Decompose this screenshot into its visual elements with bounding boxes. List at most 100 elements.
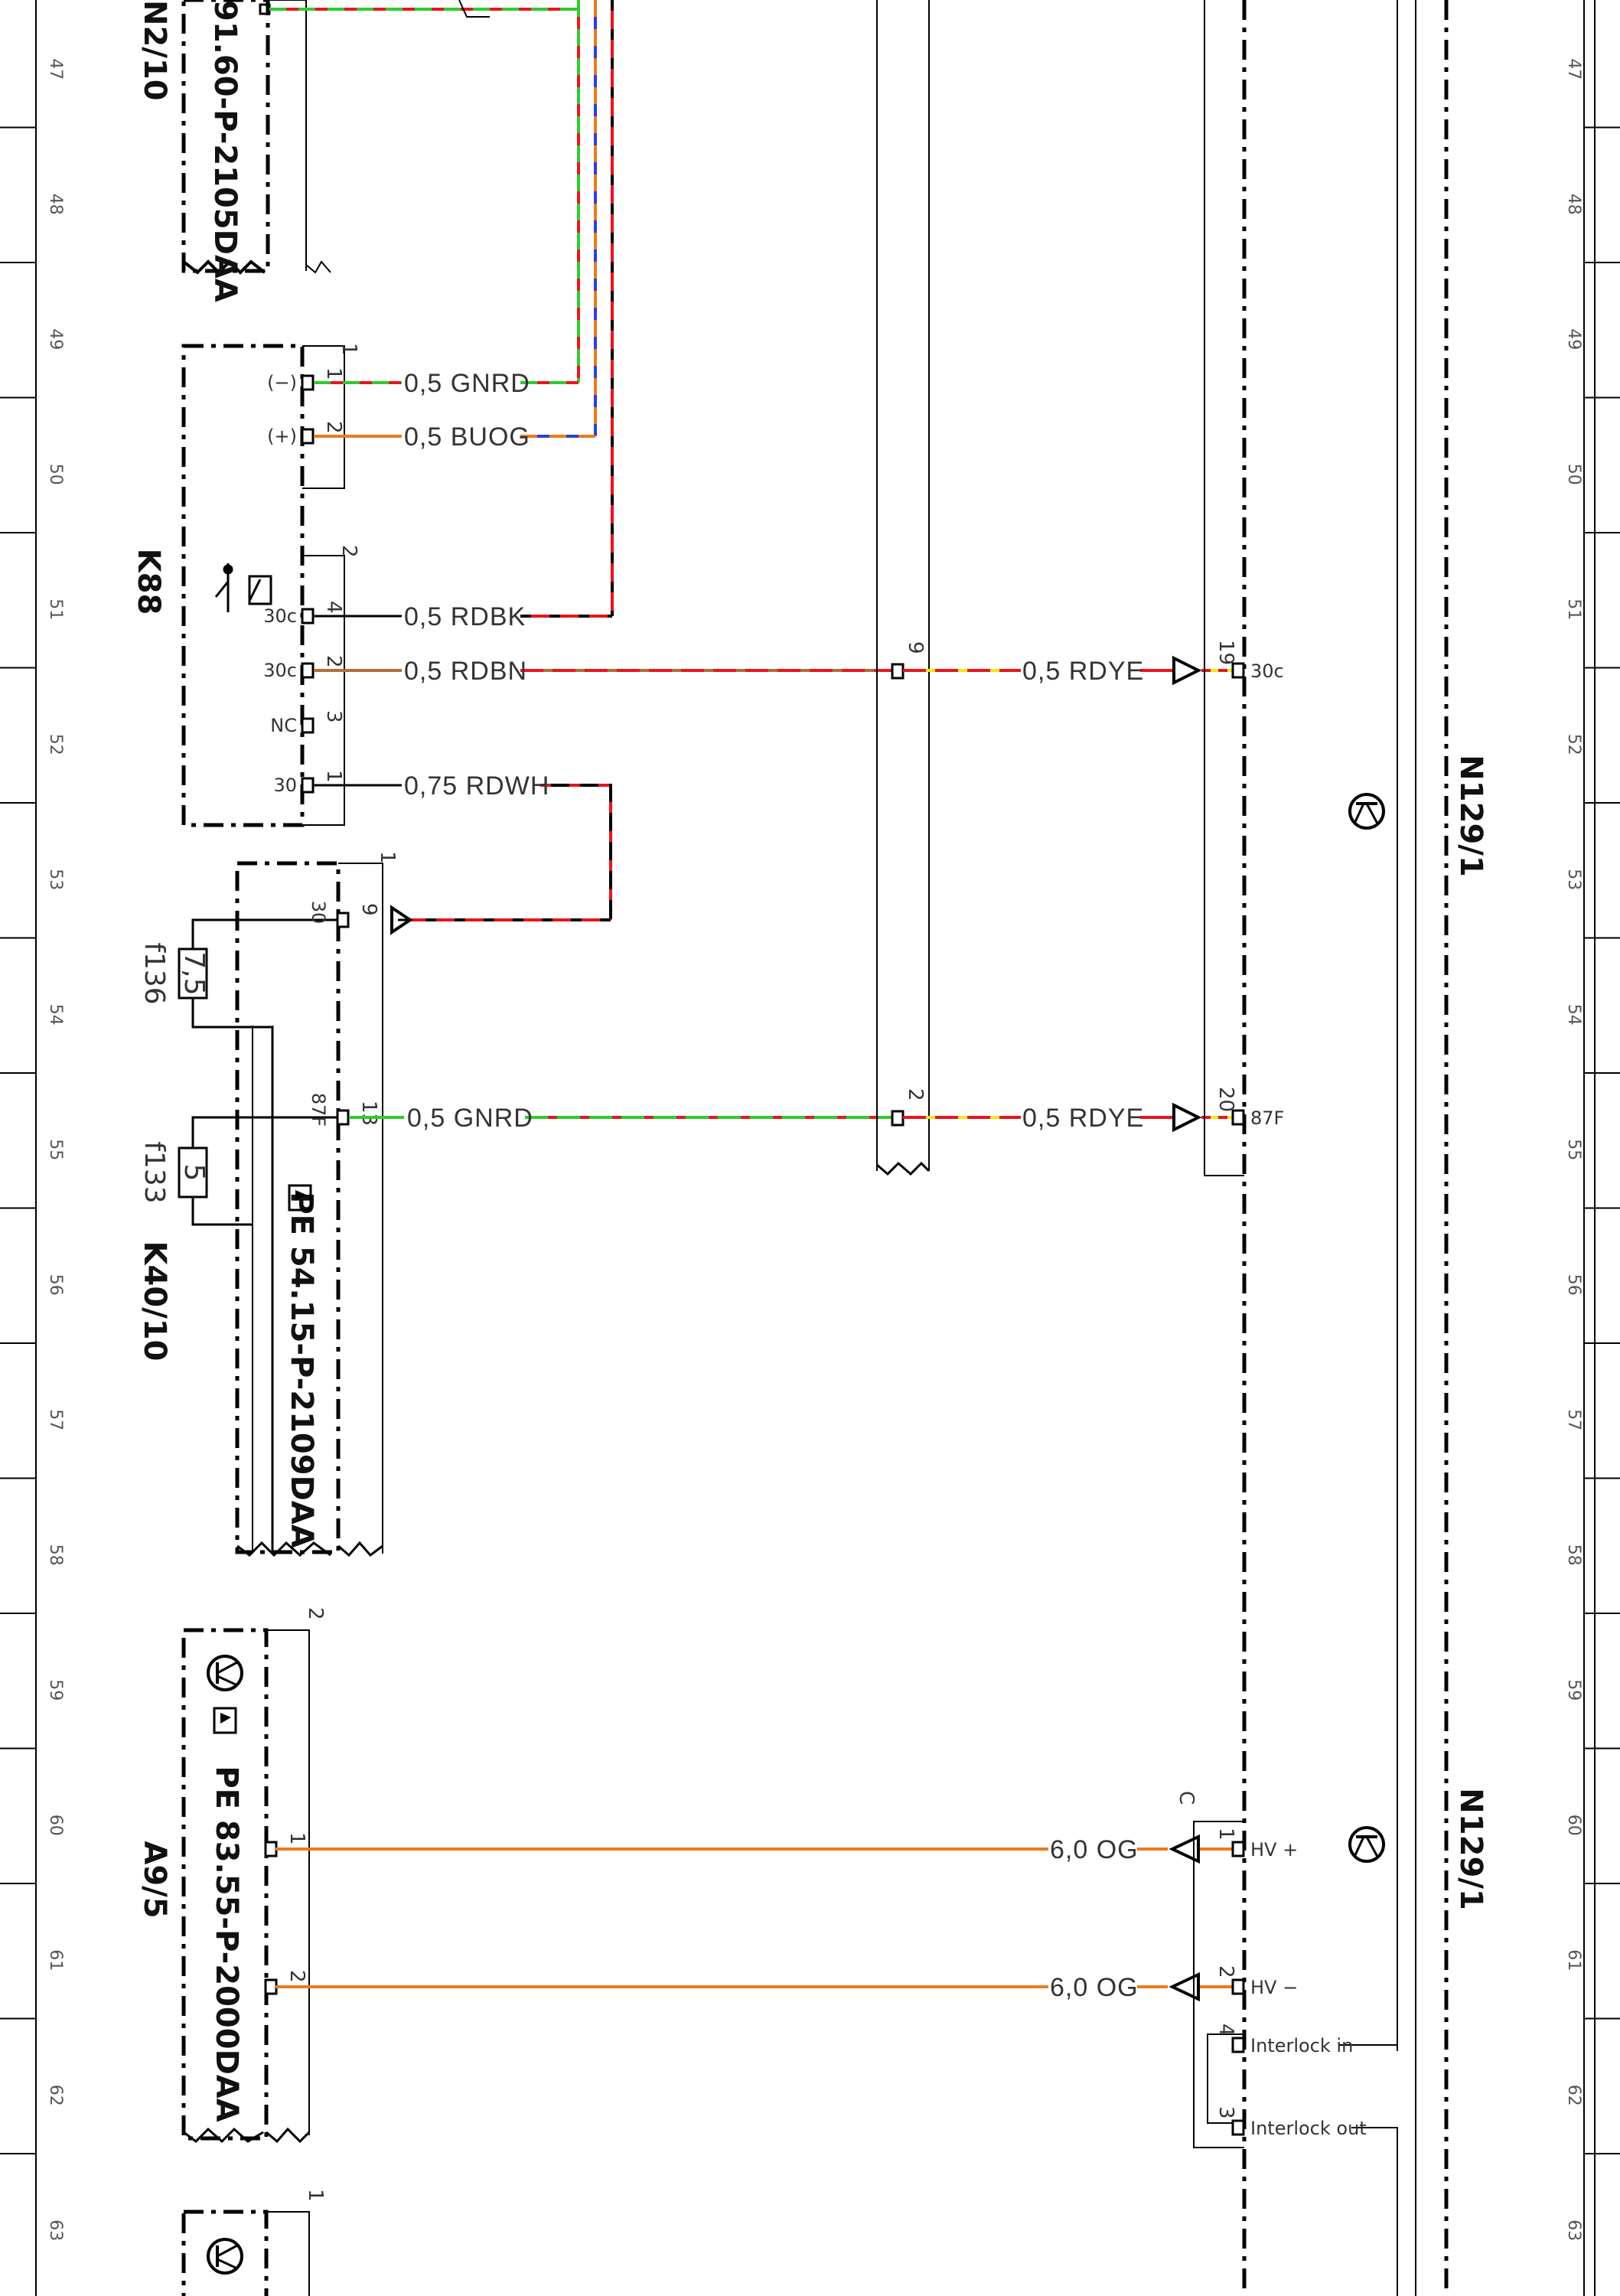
wire-label-gnrd-top: 0,5 GNRD — [404, 369, 530, 398]
fuse-f133-name: f133 — [139, 1141, 170, 1203]
rdye-wires — [903, 655, 1232, 1133]
wire-label-rdbk: 0,5 RDBK — [404, 602, 526, 631]
wire-label-rdye-top: 0,5 RDYE — [1022, 657, 1144, 686]
grid-row-number: 48 — [46, 194, 65, 215]
n129-c-pin-label: HV + — [1250, 1839, 1298, 1861]
k88-pin-label: 30c — [263, 605, 297, 627]
grid-row-number: 47 — [1564, 58, 1583, 80]
n129-pin-label: 30c — [1250, 660, 1284, 682]
grid-row-number: 57 — [1564, 1409, 1583, 1430]
grid-row-number: 49 — [46, 328, 65, 350]
grid-row-number: 56 — [1564, 1274, 1583, 1296]
wire-label-gnrd-87f: 0,5 GNRD — [407, 1104, 533, 1133]
grid-row-number: 63 — [1564, 2219, 1583, 2241]
grid-row-number: 56 — [46, 1274, 65, 1296]
pin-terminal — [336, 1109, 350, 1126]
k88-name: K88 — [131, 549, 166, 615]
grid-row-number: 60 — [46, 1815, 65, 1836]
a9-5-connector: 2 — [304, 1607, 327, 1620]
k88-pin-number: 4 — [322, 601, 345, 614]
pin-terminal — [1231, 1109, 1245, 1126]
grid-row-number: 51 — [46, 598, 65, 620]
k40-10-module: 1 K40/10 PE 54.15-P-2109DAA 7,5 5 f136 f… — [137, 851, 413, 1557]
pin-terminal — [301, 608, 315, 625]
wire-label-buog: 0,5 BUOG — [404, 422, 530, 452]
transistor-icon — [1348, 1826, 1385, 1863]
a9-5-ref: PE 83.55-P-2000DAA — [209, 1766, 244, 2122]
next-module-box: 1 — [181, 2189, 327, 2296]
pin-terminal — [301, 662, 315, 679]
pin-terminal — [1231, 1978, 1245, 1995]
splice-strip: 9 2 — [876, 0, 931, 1176]
pin-terminal — [1231, 2037, 1245, 2053]
grid-row-number: 52 — [1564, 734, 1583, 755]
grid-row-number: 49 — [1564, 328, 1583, 350]
grid-row-number: 58 — [1564, 1544, 1583, 1566]
grid-row-number: 52 — [46, 734, 65, 755]
grid-row-number: 59 — [46, 1679, 65, 1701]
splice-pin-9: 9 — [904, 641, 927, 654]
hand-pointer-icon — [288, 1184, 312, 1212]
k40-pin-number: 13 — [357, 1101, 380, 1126]
fuse-f136 — [178, 918, 272, 1029]
grid-row-number: 53 — [46, 869, 65, 890]
a9-5-module: 2 A9/5 PE 83.55-P-2000DAA 1 2 — [137, 1607, 327, 2144]
n129-c-pin-label: Interlock out — [1250, 2118, 1367, 2139]
k40-10-ref: PE 54.15-P-2109DAA — [284, 1192, 319, 1548]
n129-c-pin-label: HV − — [1250, 1977, 1298, 1998]
grid-row-number: 51 — [1564, 598, 1583, 620]
n129-c-pin-number: 2 — [1214, 1965, 1237, 1978]
k88-wires — [314, 381, 895, 921]
grid-row-number: 48 — [1564, 194, 1583, 215]
grid-row-number: 62 — [46, 2085, 65, 2106]
k88-pin-number: 1 — [322, 367, 345, 380]
k40-pin-label: 87F — [308, 1093, 329, 1127]
n129-1-name-bottom: N129/1 — [1453, 1788, 1488, 1910]
k88-pin-label: 30 — [273, 775, 297, 796]
k40-connector-1: 1 — [376, 851, 399, 864]
grid-frame — [35, 0, 1596, 2296]
wire-label-og-1: 6,0 OG — [1050, 1835, 1139, 1864]
grid-row-number: 59 — [1564, 1679, 1583, 1701]
pin-terminal — [301, 777, 315, 794]
a9-5-pin-number: 2 — [285, 1970, 308, 1983]
next-module-connector: 1 — [304, 2189, 327, 2202]
k88-pin-label: (−) — [267, 372, 297, 393]
n129-c-pin-number: 1 — [1214, 1828, 1237, 1841]
k88-pin-number: 2 — [322, 421, 345, 434]
n129-connector-c: C — [1175, 1791, 1198, 1805]
pin-terminal — [301, 428, 315, 445]
wire-labels: 0,5 GNRD 0,5 BUOG 0,5 RDBK 0,5 RDBN 0,75… — [404, 369, 1144, 2002]
grid-row-number: 54 — [46, 1004, 65, 1026]
k88-pin-number: 2 — [322, 655, 345, 668]
grid-row-number: 57 — [46, 1409, 65, 1430]
grid-row-number: 55 — [46, 1139, 65, 1160]
wire-label-rdbn: 0,5 RDBN — [404, 657, 527, 686]
pin-terminal — [264, 1841, 278, 1857]
top-wires — [269, 0, 614, 616]
wire-label-og-2: 6,0 OG — [1050, 1973, 1139, 2002]
grid-row-number: 61 — [46, 1949, 65, 1971]
transistor-icon — [1348, 793, 1385, 830]
fuse-f133 — [178, 1116, 253, 1226]
k40-pin-label: 30 — [308, 901, 329, 925]
n129-c-pin-number: 3 — [1214, 2106, 1237, 2119]
fuse-f133-value: 5 — [178, 1164, 210, 1182]
grid-row-number: 63 — [46, 2219, 65, 2241]
grid-row-number: 62 — [1564, 2085, 1583, 2106]
a9-5-name: A9/5 — [137, 1841, 172, 1918]
k88-pin-label: (+) — [267, 426, 297, 447]
a9-5-pin-number: 1 — [285, 1832, 308, 1845]
grid-row-number: 60 — [1564, 1815, 1583, 1836]
k88-pin-number: 1 — [322, 770, 345, 783]
n129-pin-number: 19 — [1214, 640, 1237, 665]
wire-label-rdwh: 0,75 RDWH — [404, 771, 549, 801]
pin-terminal — [301, 374, 315, 391]
ref-box-partial-label: N2/10 — [137, 0, 172, 101]
hand-pointer-icon — [213, 1707, 237, 1734]
n129-c-pin-number: 4 — [1214, 2024, 1237, 2037]
